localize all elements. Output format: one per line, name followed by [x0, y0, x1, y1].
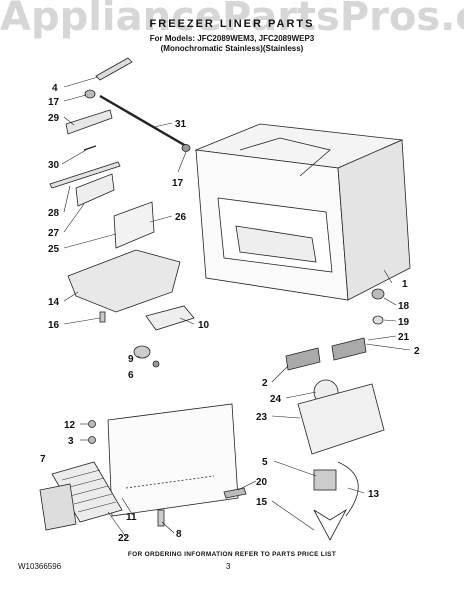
callout-6: 6	[128, 370, 134, 381]
part-bracket-29	[65, 109, 113, 135]
part-screw-12	[88, 420, 96, 428]
callout-14: 14	[48, 297, 60, 308]
callout-28: 28	[48, 208, 60, 219]
callout-22: 22	[118, 533, 130, 544]
callout-7: 7	[40, 454, 46, 465]
part-cover-14	[67, 249, 181, 313]
callout-19: 19	[398, 317, 410, 328]
part-slide-27	[75, 173, 115, 207]
callout-25: 25	[48, 244, 60, 255]
callout-23: 23	[256, 412, 268, 423]
callout-18: 18	[398, 301, 410, 312]
part-back-panel	[107, 403, 239, 517]
callout-27: 27	[48, 228, 60, 239]
part-housing-23	[297, 383, 385, 455]
callout-21: 21	[398, 332, 410, 343]
leader-lines	[61, 76, 411, 538]
part-drawings	[39, 57, 411, 541]
callout-1: 1	[402, 279, 408, 290]
callout-9: 9	[128, 354, 134, 365]
model-numbers: For Models: JFC2089WEM3, JFC2089WEP3	[149, 34, 315, 43]
part-pad-2-right	[331, 337, 367, 361]
part-bracket-15	[313, 508, 348, 541]
part-pad-2-left	[285, 347, 321, 371]
model-variants: (Monochromatic Stainless)(Stainless)	[160, 44, 304, 53]
part-motor-5	[313, 469, 337, 491]
part-nut-6	[152, 360, 160, 368]
page-number: 3	[226, 562, 231, 571]
part-mount-13	[337, 461, 359, 517]
callout-numbers: 4 17 29 31 30 17 28 27 26 25 1 14 18 16 …	[40, 83, 420, 544]
watermark-text: AppliancePartsPros.com	[0, 0, 464, 40]
callout-24: 24	[270, 394, 282, 405]
part-shaft-31	[99, 94, 187, 148]
callout-4: 4	[52, 83, 58, 94]
callout-10: 10	[198, 320, 210, 331]
part-clip-16	[99, 311, 106, 323]
callout-5: 5	[262, 457, 268, 468]
callout-30: 30	[48, 160, 60, 171]
callout-16: 16	[48, 320, 60, 331]
callout-20: 20	[256, 477, 268, 488]
part-screw-3	[88, 436, 96, 444]
part-screw-30	[83, 145, 97, 151]
ordering-note: FOR ORDERING INFORMATION REFER TO PARTS …	[127, 551, 337, 558]
callout-2-left: 2	[262, 378, 268, 389]
part-rail-4	[95, 57, 133, 81]
callout-8: 8	[176, 529, 182, 540]
part-strip-20	[223, 487, 247, 499]
part-washer-19	[372, 315, 384, 325]
callout-17-right: 17	[172, 178, 184, 189]
document-id: W10366596	[18, 562, 62, 571]
callout-12: 12	[64, 420, 76, 431]
part-pad-10	[145, 305, 195, 331]
callout-26: 26	[175, 212, 187, 223]
part-fitting-18	[371, 288, 385, 300]
part-knob-9	[133, 345, 151, 359]
part-bracket-25	[113, 201, 155, 249]
callout-13: 13	[368, 489, 380, 500]
part-clip-8	[157, 509, 165, 527]
callout-3: 3	[68, 436, 74, 447]
callout-2-right: 2	[414, 346, 420, 357]
callout-17-top: 17	[48, 97, 60, 108]
part-seal-22	[39, 483, 77, 531]
callout-29: 29	[48, 113, 60, 124]
freezer-liner-box	[194, 123, 411, 301]
part-bushing-17-top	[84, 89, 96, 99]
part-rail-28	[49, 161, 121, 189]
callout-15: 15	[256, 497, 268, 508]
callout-11: 11	[126, 512, 137, 523]
part-bushing-17-right	[181, 144, 191, 152]
page-title: FREEZER LINER PARTS	[149, 18, 315, 30]
callout-31: 31	[175, 119, 187, 130]
